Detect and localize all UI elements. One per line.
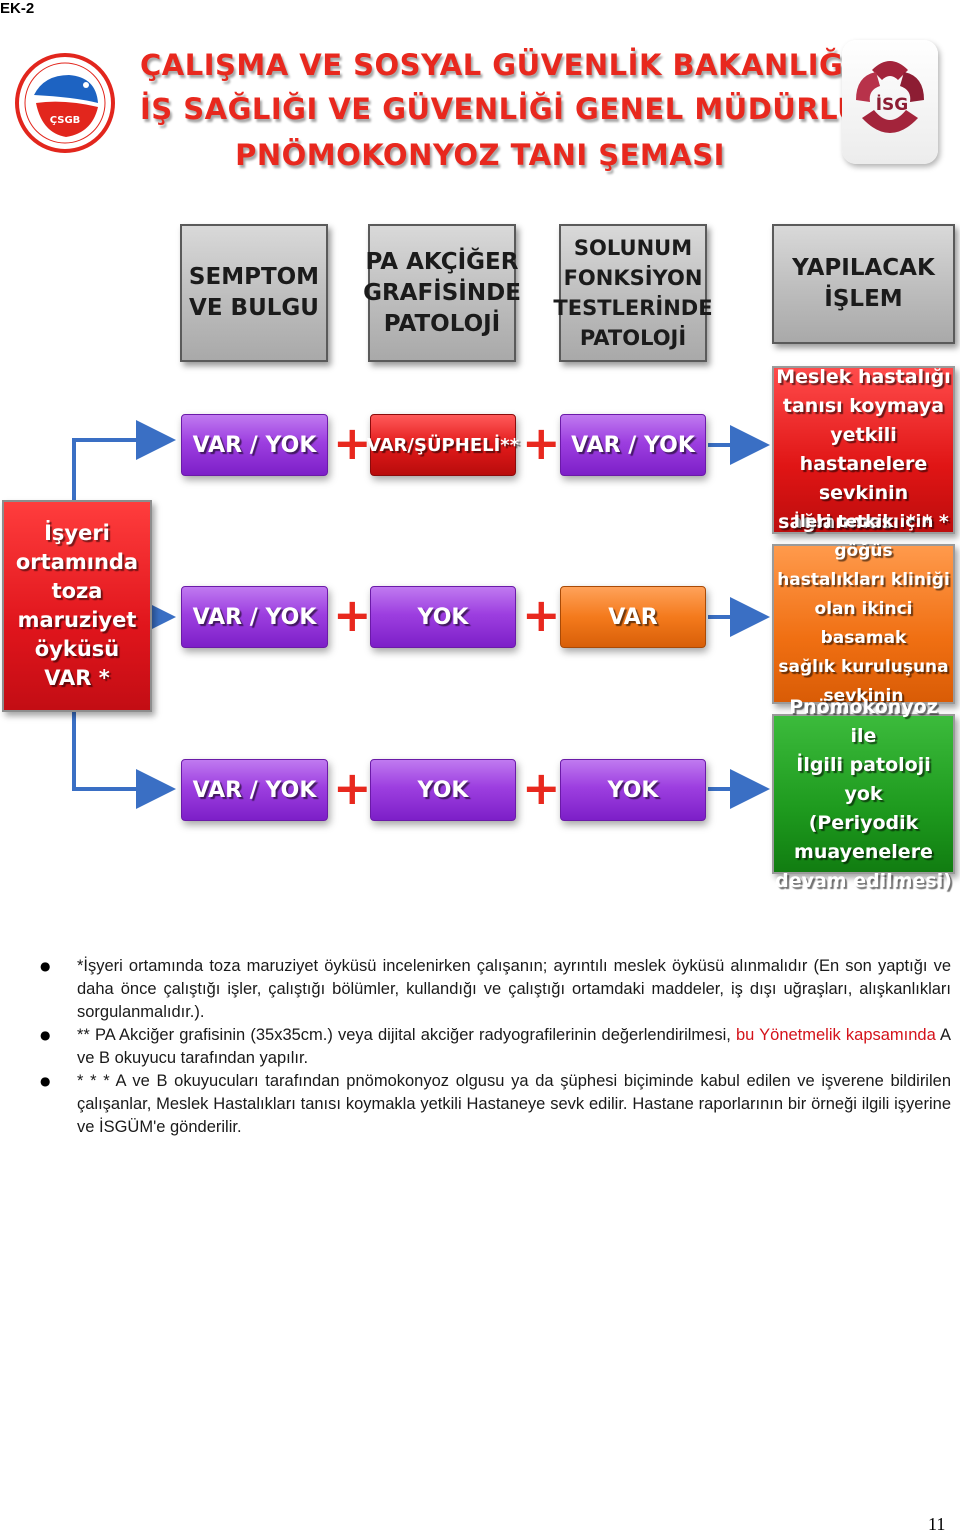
title-line-1: ÇALIŞMA VE SOSYAL GÜVENLİK BAKANLIĞI <box>140 48 855 82</box>
flow-connectors <box>72 420 770 809</box>
row3-plus-2: + <box>522 761 561 815</box>
note-3-bullet: ● <box>40 1074 51 1088</box>
row2-xray-box: YOK <box>370 586 516 648</box>
exposure-history-box: İşyeri ortamında toza maruziyet öyküsü V… <box>2 500 152 712</box>
row3-pft-box: YOK <box>560 759 706 821</box>
column-header-action: YAPILACAK İŞLEM <box>772 224 955 344</box>
title-line-3: PNÖMOKONYOZ TANI ŞEMASI <box>235 138 725 172</box>
note-3: * * * A ve B okuyucuları tarafından pnöm… <box>77 1072 951 1136</box>
row1-result-box: Meslek hastalığı tanısı koymaya yetkili … <box>772 366 955 534</box>
column-header-pulmonary-function: SOLUNUM FONKSİYON TESTLERİNDE PATOLOJİ <box>553 224 713 362</box>
ministry-logo: ÇSGB <box>14 45 116 165</box>
row1-plus-1: + <box>333 416 372 470</box>
row1-xray-box: VAR/ŞÜPHELİ** <box>367 414 519 476</box>
row2-pft-box: VAR <box>560 586 706 648</box>
row1-symptom-box: VAR / YOK <box>181 414 328 476</box>
row3-plus-1: + <box>333 761 372 815</box>
isg-logo-text: İSG <box>876 93 909 115</box>
note-1: *İşyeri ortamında toza maruziyet öyküsü … <box>77 957 951 1021</box>
row3-result-box: Pnömokonyoz ile İlgili patoloji yok (Per… <box>772 696 955 892</box>
note-2: ** PA Akciğer grafisinin (35x35cm.) veya… <box>77 1024 951 1070</box>
note-2-bullet: ● <box>40 1028 51 1042</box>
row2-result-box: İleri tetkik için göğüs hastalıkları kli… <box>772 512 955 735</box>
note-2-highlight: bu Yönetmelik kapsamında <box>735 1026 936 1044</box>
row3-symptom-box: VAR / YOK <box>181 759 328 821</box>
page-number: 11 <box>928 1514 946 1534</box>
row1-pft-box: VAR / YOK <box>560 414 706 476</box>
row2-plus-1: + <box>333 588 372 642</box>
ek-label: EK-2 <box>0 0 35 17</box>
note-2-text-a: ** PA Akciğer grafisinin (35x35cm.) veya… <box>77 1026 736 1044</box>
row3-xray-box: YOK <box>370 759 516 821</box>
logo-center-text: ÇSGB <box>50 115 81 126</box>
row1-plus-2: + <box>522 416 561 470</box>
column-header-symptom: SEMPTOM VE BULGU <box>180 224 328 362</box>
row2-plus-2: + <box>522 588 561 642</box>
title-line-2: İŞ SAĞLIĞI VE GÜVENLİĞİ GENEL MÜDÜRLÜĞÜ <box>140 92 910 126</box>
row2-symptom-box: VAR / YOK <box>181 586 328 648</box>
column-header-pa-xray: PA AKÇİĞER GRAFİSİNDE PATOLOJİ <box>363 224 521 362</box>
note-1-bullet: ● <box>40 959 51 973</box>
isg-logo: İSG <box>842 40 938 164</box>
note-2-text-b: A ve B okuyucu tarafından yapılır. <box>77 1026 951 1067</box>
